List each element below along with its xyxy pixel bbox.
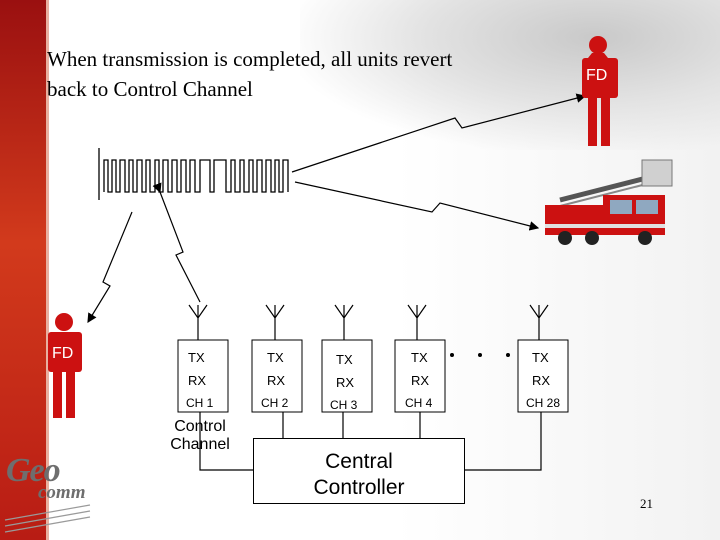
left-red-band bbox=[0, 0, 46, 540]
ch4-tx: TX bbox=[411, 350, 428, 365]
ch2-label: CH 2 bbox=[261, 396, 289, 410]
channel-boxes bbox=[177, 339, 569, 413]
ch28-tx: TX bbox=[532, 350, 549, 365]
central-controller-line1: Central bbox=[325, 450, 393, 473]
ch2-tx: TX bbox=[267, 350, 284, 365]
fire-truck-icon bbox=[545, 159, 673, 245]
ch4-label: CH 4 bbox=[405, 396, 433, 410]
fd-top-label: FD bbox=[586, 67, 608, 84]
central-controller-label: Central Controller bbox=[253, 449, 465, 501]
ch3-rx: RX bbox=[336, 375, 355, 390]
signal-bolts bbox=[87, 93, 587, 324]
controller-connections bbox=[199, 412, 542, 471]
fd-left-label: FD bbox=[52, 345, 74, 362]
ch2-rx: RX bbox=[267, 373, 286, 388]
logo-geo-text: Geo bbox=[6, 452, 61, 489]
ch3-label: CH 3 bbox=[330, 398, 358, 412]
firefighter-left-icon bbox=[48, 313, 82, 418]
ellipsis-dots bbox=[450, 353, 510, 357]
ch4-rx: RX bbox=[411, 373, 430, 388]
slide-title: When transmission is completed, all unit… bbox=[47, 47, 453, 101]
control-channel-line1: Control bbox=[174, 418, 226, 435]
left-band-stripe bbox=[46, 0, 49, 540]
ch28-rx: RX bbox=[532, 373, 551, 388]
ch1-rx: RX bbox=[188, 373, 207, 388]
background-tower-photo bbox=[300, 0, 720, 150]
signal-waveform bbox=[98, 148, 289, 200]
firefighter-top-icon bbox=[582, 36, 618, 146]
central-controller-box bbox=[253, 438, 465, 504]
page-number: 21 bbox=[640, 496, 653, 511]
control-channel-line2: Channel bbox=[170, 436, 230, 453]
control-channel-label: Control Channel bbox=[150, 418, 250, 454]
antennas bbox=[188, 304, 549, 340]
logo-swoosh bbox=[4, 504, 91, 533]
central-controller-line2: Controller bbox=[313, 476, 405, 499]
logo-comm-text: comm bbox=[38, 482, 86, 503]
ch1-tx: TX bbox=[188, 350, 205, 365]
ch28-label: CH 28 bbox=[526, 396, 561, 410]
ch3-tx: TX bbox=[336, 352, 353, 367]
ch1-label: CH 1 bbox=[186, 396, 214, 410]
